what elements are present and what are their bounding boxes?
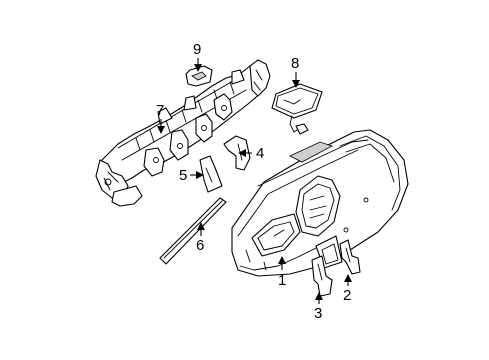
bracket-part-3 xyxy=(311,255,333,297)
callout-label-5: 5 xyxy=(179,167,187,184)
callout-label-9: 9 xyxy=(193,41,201,58)
callout-7: 7 xyxy=(156,102,165,134)
callout-label-8: 8 xyxy=(291,55,299,72)
callout-6: 6 xyxy=(196,222,205,254)
callout-label-3: 3 xyxy=(314,305,322,322)
callout-9: 9 xyxy=(193,41,202,72)
cross-car-beam xyxy=(95,59,271,207)
callout-2: 2 xyxy=(343,274,352,304)
bracket-part-2 xyxy=(339,239,361,275)
control-module xyxy=(271,83,323,135)
callout-label-7: 7 xyxy=(156,102,164,119)
bracket-part-9 xyxy=(185,65,213,87)
trim-strip-part-6 xyxy=(159,197,227,265)
callout-label-2: 2 xyxy=(343,287,351,304)
bracket-part-4 xyxy=(223,135,251,171)
callout-label-6: 6 xyxy=(196,237,204,254)
callout-5: 5 xyxy=(179,167,204,184)
bracket-part-5 xyxy=(199,155,223,193)
callout-1: 1 xyxy=(278,256,286,289)
callout-3: 3 xyxy=(314,292,323,322)
instrument-panel xyxy=(231,129,409,277)
callout-4: 4 xyxy=(238,145,264,162)
callout-label-4: 4 xyxy=(256,145,264,162)
callout-8: 8 xyxy=(291,55,300,88)
callout-label-1: 1 xyxy=(278,272,286,289)
